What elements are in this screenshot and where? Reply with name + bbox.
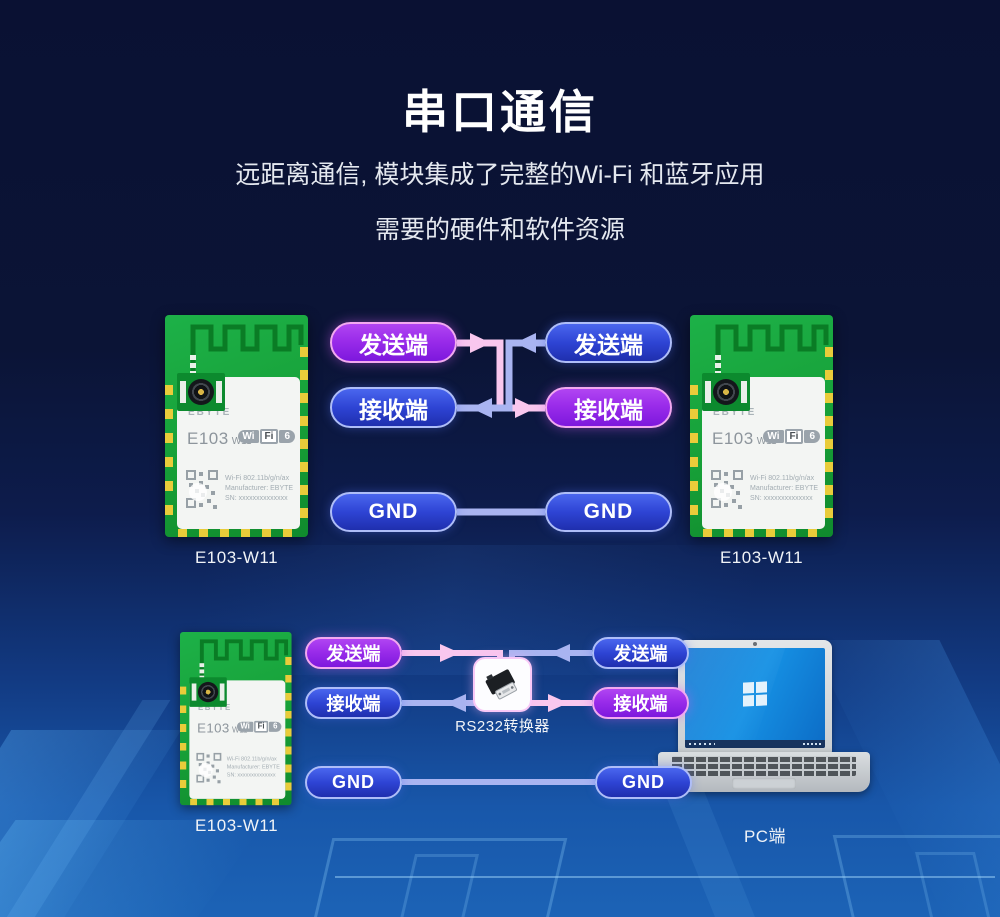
module-caption-left: E103-W11	[194, 548, 279, 567]
arrow-left-icon	[550, 644, 570, 662]
module-specs: Wi-Fi 802.11b/g/n/ax Manufacturer: EBYTE…	[226, 756, 280, 778]
laptop-keyboard	[658, 752, 870, 792]
arrow-right-icon	[515, 398, 536, 418]
pill-rx-module: 接收端	[305, 687, 402, 719]
solder-pads	[703, 529, 820, 537]
pill-rx-pc: 接收端	[592, 687, 689, 719]
trackpad	[732, 778, 796, 789]
module-caption-right: E103-W11	[719, 548, 804, 567]
arrow-left-icon	[515, 333, 536, 353]
solder-pads	[190, 798, 282, 806]
pill-tx-pc: 发送端	[592, 637, 689, 669]
rs232-converter-icon	[473, 657, 532, 712]
solder-pads	[285, 656, 292, 798]
pill-rx-left: 接收端	[330, 387, 457, 428]
module-specs: Wi-Fi 802.11b/g/n/ax Manufacturer: EBYTE…	[750, 475, 819, 502]
pill-rx-right: 接收端	[545, 387, 672, 428]
pill-gnd-module: GND	[305, 766, 402, 799]
qr-code	[196, 752, 222, 784]
subtitle-line-1: 远距离通信, 模块集成了完整的Wi-Fi 和蓝牙应用	[235, 161, 765, 189]
ufl-antenna-connector	[189, 677, 227, 707]
pill-gnd-right: GND	[545, 492, 672, 532]
page-title: 串口通信	[402, 86, 598, 138]
model-name: E103	[197, 720, 230, 736]
converter-caption: RS232转换器	[455, 718, 550, 735]
pill-gnd-pc: GND	[595, 766, 692, 799]
keyboard-keys	[672, 756, 856, 776]
solder-pads	[690, 385, 698, 527]
taskbar	[685, 740, 825, 748]
windows-desktop	[685, 648, 825, 748]
arrow-left-icon	[446, 694, 466, 712]
pill-tx-left: 发送端	[330, 322, 457, 363]
qr-code	[711, 470, 743, 509]
webcam-dot	[753, 642, 757, 646]
brand-name: EBYTE	[713, 407, 757, 418]
ufl-antenna-connector	[702, 373, 750, 411]
solder-pads	[825, 347, 833, 527]
brand-name: EBYTE	[188, 407, 232, 418]
module-caption-bottom: E103-W11	[194, 816, 279, 835]
subtitle-line-2: 需要的硬件和软件资源	[374, 216, 625, 244]
arrow-right-icon	[548, 694, 568, 712]
laptop	[652, 632, 872, 800]
ufl-antenna-connector	[177, 373, 225, 411]
brand-name: EBYTE	[197, 703, 232, 713]
solder-pads	[180, 686, 187, 798]
qr-code	[186, 470, 218, 509]
model-name: E103	[712, 429, 754, 448]
pill-tx-module: 发送端	[305, 637, 402, 669]
arrow-left-icon	[471, 398, 492, 418]
pill-gnd-left: GND	[330, 492, 457, 532]
arrow-right-icon	[470, 333, 491, 353]
model-name: E103	[187, 429, 229, 448]
solder-pads	[178, 529, 295, 537]
arrow-right-icon	[440, 644, 460, 662]
solder-pads	[300, 347, 308, 527]
pc-caption: PC端	[743, 827, 787, 846]
solder-pads	[165, 385, 173, 527]
pill-tx-right: 发送端	[545, 322, 672, 363]
module-specs: Wi-Fi 802.11b/g/n/ax Manufacturer: EBYTE…	[225, 475, 294, 502]
laptop-screen	[678, 640, 832, 754]
